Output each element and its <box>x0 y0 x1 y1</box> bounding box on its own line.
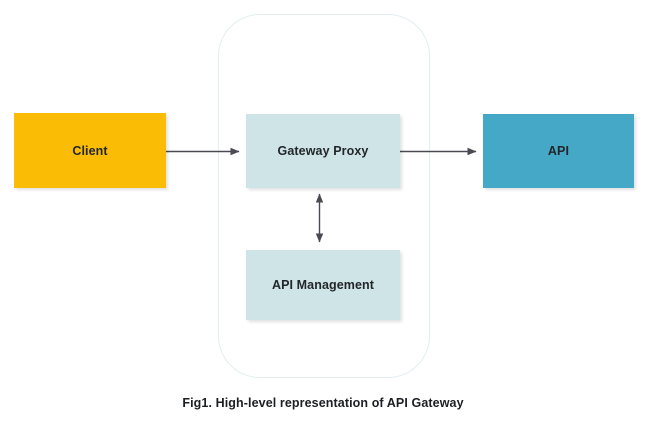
node-api-management[interactable]: API Management <box>246 250 400 320</box>
node-api-label: API <box>547 144 570 158</box>
node-client[interactable]: Client <box>14 113 166 188</box>
node-gateway-proxy[interactable]: Gateway Proxy <box>246 114 400 188</box>
api-gateway-boundary <box>218 14 430 378</box>
node-gateway-proxy-label: Gateway Proxy <box>277 144 369 158</box>
figure-caption: Fig1. High-level representation of API G… <box>182 396 464 410</box>
node-api-management-label: API Management <box>271 278 375 292</box>
node-api[interactable]: API <box>483 114 634 188</box>
node-client-label: Client <box>72 143 108 158</box>
